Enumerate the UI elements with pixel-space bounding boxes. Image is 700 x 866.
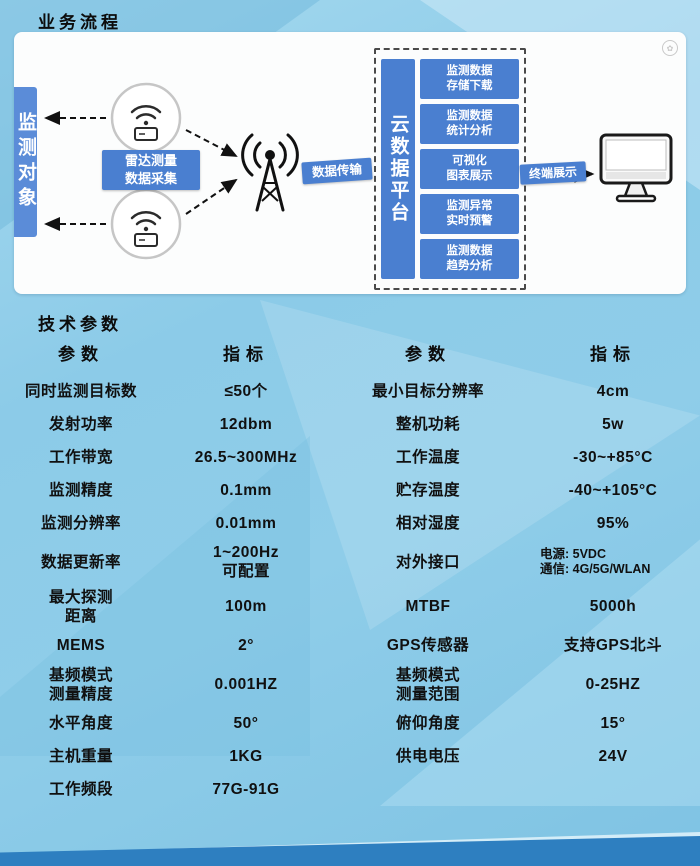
param-name: 最小目标分辨率 bbox=[371, 382, 484, 400]
antenna-icon bbox=[230, 125, 310, 215]
flow-diagram-panel: 监测对象 雷达测量 数据采集 bbox=[14, 32, 686, 294]
table-row: 监测精度 0.1mm 贮存温度 -40~+105°C bbox=[0, 474, 700, 507]
param-value: 0.001HZ bbox=[214, 676, 278, 694]
param-value: 0-25HZ bbox=[585, 676, 641, 694]
cloud-function-box: 监测数据 统计分析 bbox=[420, 104, 519, 144]
table-row: 同时监测目标数 ≤50个 最小目标分辨率 4cm bbox=[0, 375, 700, 408]
param-value: 支持GPS北斗 bbox=[563, 637, 663, 655]
bottom-stripe-dark bbox=[0, 836, 700, 866]
param-name: 基频模式 测量范围 bbox=[395, 666, 460, 703]
radar-collect-label: 雷达测量 数据采集 bbox=[102, 150, 200, 190]
monitor-icon bbox=[598, 132, 674, 214]
param-value: 77G-91G bbox=[212, 781, 280, 799]
cloud-items: 监测数据 存储下载监测数据 统计分析可视化 图表展示监测异常 实时预警监测数据 … bbox=[420, 59, 519, 279]
param-name: 水平角度 bbox=[48, 715, 113, 733]
param-value: -40~+105°C bbox=[568, 481, 658, 499]
param-value: ≤50个 bbox=[224, 382, 268, 400]
param-name: 工作带宽 bbox=[48, 448, 113, 466]
param-value: 4cm bbox=[596, 382, 630, 400]
table-row: 水平角度 50° 俯仰角度 15° bbox=[0, 707, 700, 740]
param-name: 相对湿度 bbox=[395, 514, 460, 532]
section-title-tech-params: 技术参数 bbox=[38, 315, 122, 334]
table-body: 同时监测目标数 ≤50个 最小目标分辨率 4cm 发射功率 12dbm 整机功耗 5w 工作带宽… bbox=[0, 375, 700, 806]
sensor-icon bbox=[110, 188, 182, 260]
param-name bbox=[330, 787, 526, 793]
table-row: 主机重量 1KG 供电电压 24V bbox=[0, 740, 700, 773]
param-value: 2° bbox=[238, 637, 254, 655]
table-row: 基频模式 测量精度 0.001HZ 基频模式 测量范围 0-25HZ bbox=[0, 663, 700, 708]
monitoring-object-label: 监测对象 bbox=[14, 87, 37, 237]
cloud-platform-label: 云数据平台 bbox=[381, 59, 415, 279]
terminal-display-label: 终端展示 bbox=[519, 161, 587, 185]
param-name: GPS传感器 bbox=[386, 637, 470, 655]
param-name: 同时监测目标数 bbox=[24, 382, 137, 400]
param-name: 主机重量 bbox=[48, 748, 113, 766]
param-name: MEMS bbox=[56, 637, 106, 655]
sensor-icon bbox=[110, 82, 182, 154]
params-table: 参数 指标 参数 指标 同时监测目标数 ≤50个 最小目标分辨率 4cm 发射功率 12d… bbox=[0, 340, 700, 806]
param-value: 100m bbox=[225, 598, 267, 616]
cloud-function-box: 监测异常 实时预警 bbox=[420, 194, 519, 234]
param-name: 整机功耗 bbox=[395, 415, 460, 433]
param-value: 1~200Hz 可配置 bbox=[213, 544, 279, 581]
param-value: 24V bbox=[598, 748, 628, 766]
param-value: 15° bbox=[600, 715, 626, 733]
param-name: 工作温度 bbox=[395, 448, 460, 466]
param-value: 12dbm bbox=[219, 415, 273, 433]
header-param-left: 参数 bbox=[58, 345, 104, 364]
param-value: 5000h bbox=[589, 598, 637, 616]
cloud-function-box: 监测数据 存储下载 bbox=[420, 59, 519, 99]
table-row: 工作频段 77G-91G bbox=[0, 773, 700, 806]
param-value: -30~+85°C bbox=[573, 448, 653, 466]
param-value: 50° bbox=[233, 715, 259, 733]
param-value: 0.01mm bbox=[215, 514, 277, 532]
param-name: 俯仰角度 bbox=[395, 715, 460, 733]
watermark-icon: ✿ bbox=[662, 40, 678, 56]
param-name: 工作频段 bbox=[48, 781, 113, 799]
param-name: 基频模式 测量精度 bbox=[48, 666, 113, 703]
table-row: 数据更新率 1~200Hz 可配置 对外接口 电源: 5VDC 通信: 4G/5G/W… bbox=[0, 540, 700, 585]
section-title-business-flow: 业务流程 bbox=[38, 13, 122, 32]
param-name: 数据更新率 bbox=[40, 553, 121, 571]
param-value: 26.5~300MHz bbox=[194, 448, 298, 466]
header-value-left: 指标 bbox=[223, 345, 269, 364]
param-name: 贮存温度 bbox=[395, 481, 460, 499]
table-row: 工作带宽 26.5~300MHz 工作温度 -30~+85°C bbox=[0, 441, 700, 474]
param-name: 发射功率 bbox=[48, 415, 113, 433]
header-value-right: 指标 bbox=[590, 345, 636, 364]
param-name: 监测分辨率 bbox=[40, 514, 121, 532]
param-value: 5w bbox=[602, 415, 624, 433]
param-name: 供电电压 bbox=[395, 748, 460, 766]
param-value: 0.1mm bbox=[220, 481, 272, 499]
table-row: MEMS 2° GPS传感器 支持GPS北斗 bbox=[0, 630, 700, 663]
cloud-platform-box: 云数据平台 监测数据 存储下载监测数据 统计分析可视化 图表展示监测异常 实时预… bbox=[374, 48, 526, 290]
table-header: 参数 指标 参数 指标 bbox=[0, 340, 700, 375]
param-name: 对外接口 bbox=[395, 553, 460, 571]
table-row: 最大探测 距离 100m MTBF 5000h bbox=[0, 585, 700, 630]
table-row: 监测分辨率 0.01mm 相对湿度 95% bbox=[0, 507, 700, 540]
param-value bbox=[526, 787, 700, 793]
header-param-right: 参数 bbox=[405, 345, 451, 364]
param-name: MTBF bbox=[405, 598, 451, 616]
param-name: 监测精度 bbox=[48, 481, 113, 499]
param-name: 最大探测 距离 bbox=[48, 588, 113, 626]
param-value: 电源: 5VDC 通信: 4G/5G/WLAN bbox=[540, 546, 651, 577]
cloud-function-box: 监测数据 趋势分析 bbox=[420, 239, 519, 279]
param-value: 95% bbox=[596, 514, 630, 532]
table-row: 发射功率 12dbm 整机功耗 5w bbox=[0, 408, 700, 441]
cloud-function-box: 可视化 图表展示 bbox=[420, 149, 519, 189]
param-value: 1KG bbox=[229, 748, 263, 766]
